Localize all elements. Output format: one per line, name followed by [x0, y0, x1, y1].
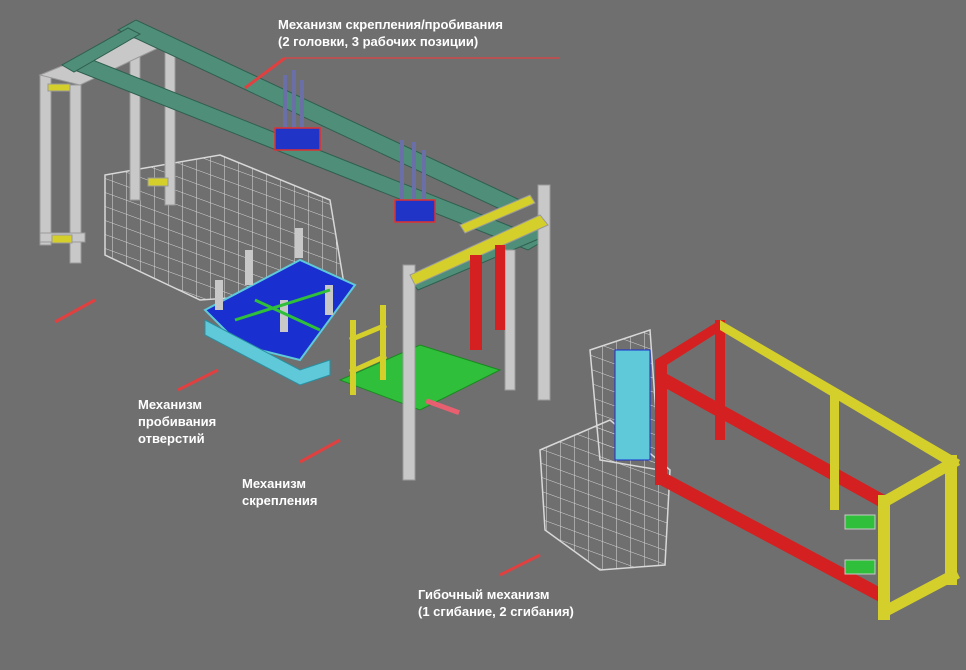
label-hole-piercing-line1: Механизм — [138, 397, 202, 412]
label-fastening-line2: скрепления — [242, 493, 318, 508]
label-bending: Гибочный механизм (1 сгибание, 2 сгибани… — [418, 586, 574, 620]
label-hole-piercing: Механизм пробивания отверстий — [138, 396, 216, 447]
label-bending-line1: Гибочный механизм — [418, 587, 550, 602]
label-fastening-piercing-line1: Механизм скрепления/пробивания — [278, 17, 503, 32]
arrow-fastening — [299, 438, 341, 464]
label-fastening: Механизм скрепления — [242, 475, 318, 509]
hole-piercing-table — [203, 228, 357, 386]
center-red-column — [470, 245, 505, 350]
arrow-piercing — [177, 368, 219, 392]
piercing-heads — [274, 70, 436, 223]
label-hole-piercing-line3: отверстий — [138, 431, 205, 446]
label-fastening-piercing: Механизм скрепления/пробивания (2 головк… — [278, 16, 503, 50]
label-fastening-piercing-line2: (2 головки, 3 рабочих позиции) — [278, 34, 479, 49]
label-bending-line2: (1 сгибание, 2 сгибания) — [418, 604, 574, 619]
label-hole-piercing-line2: пробивания — [138, 414, 217, 429]
label-fastening-line1: Механизм — [242, 476, 306, 491]
arrow-bending — [499, 553, 541, 577]
flow-arrows — [54, 56, 560, 577]
center-gantry-posts — [402, 184, 551, 481]
arrow-left — [54, 298, 96, 324]
bending-frame — [614, 320, 960, 620]
fastening-station — [338, 305, 502, 416]
left-gantry-frame — [38, 37, 176, 264]
arrow-top — [244, 56, 286, 90]
